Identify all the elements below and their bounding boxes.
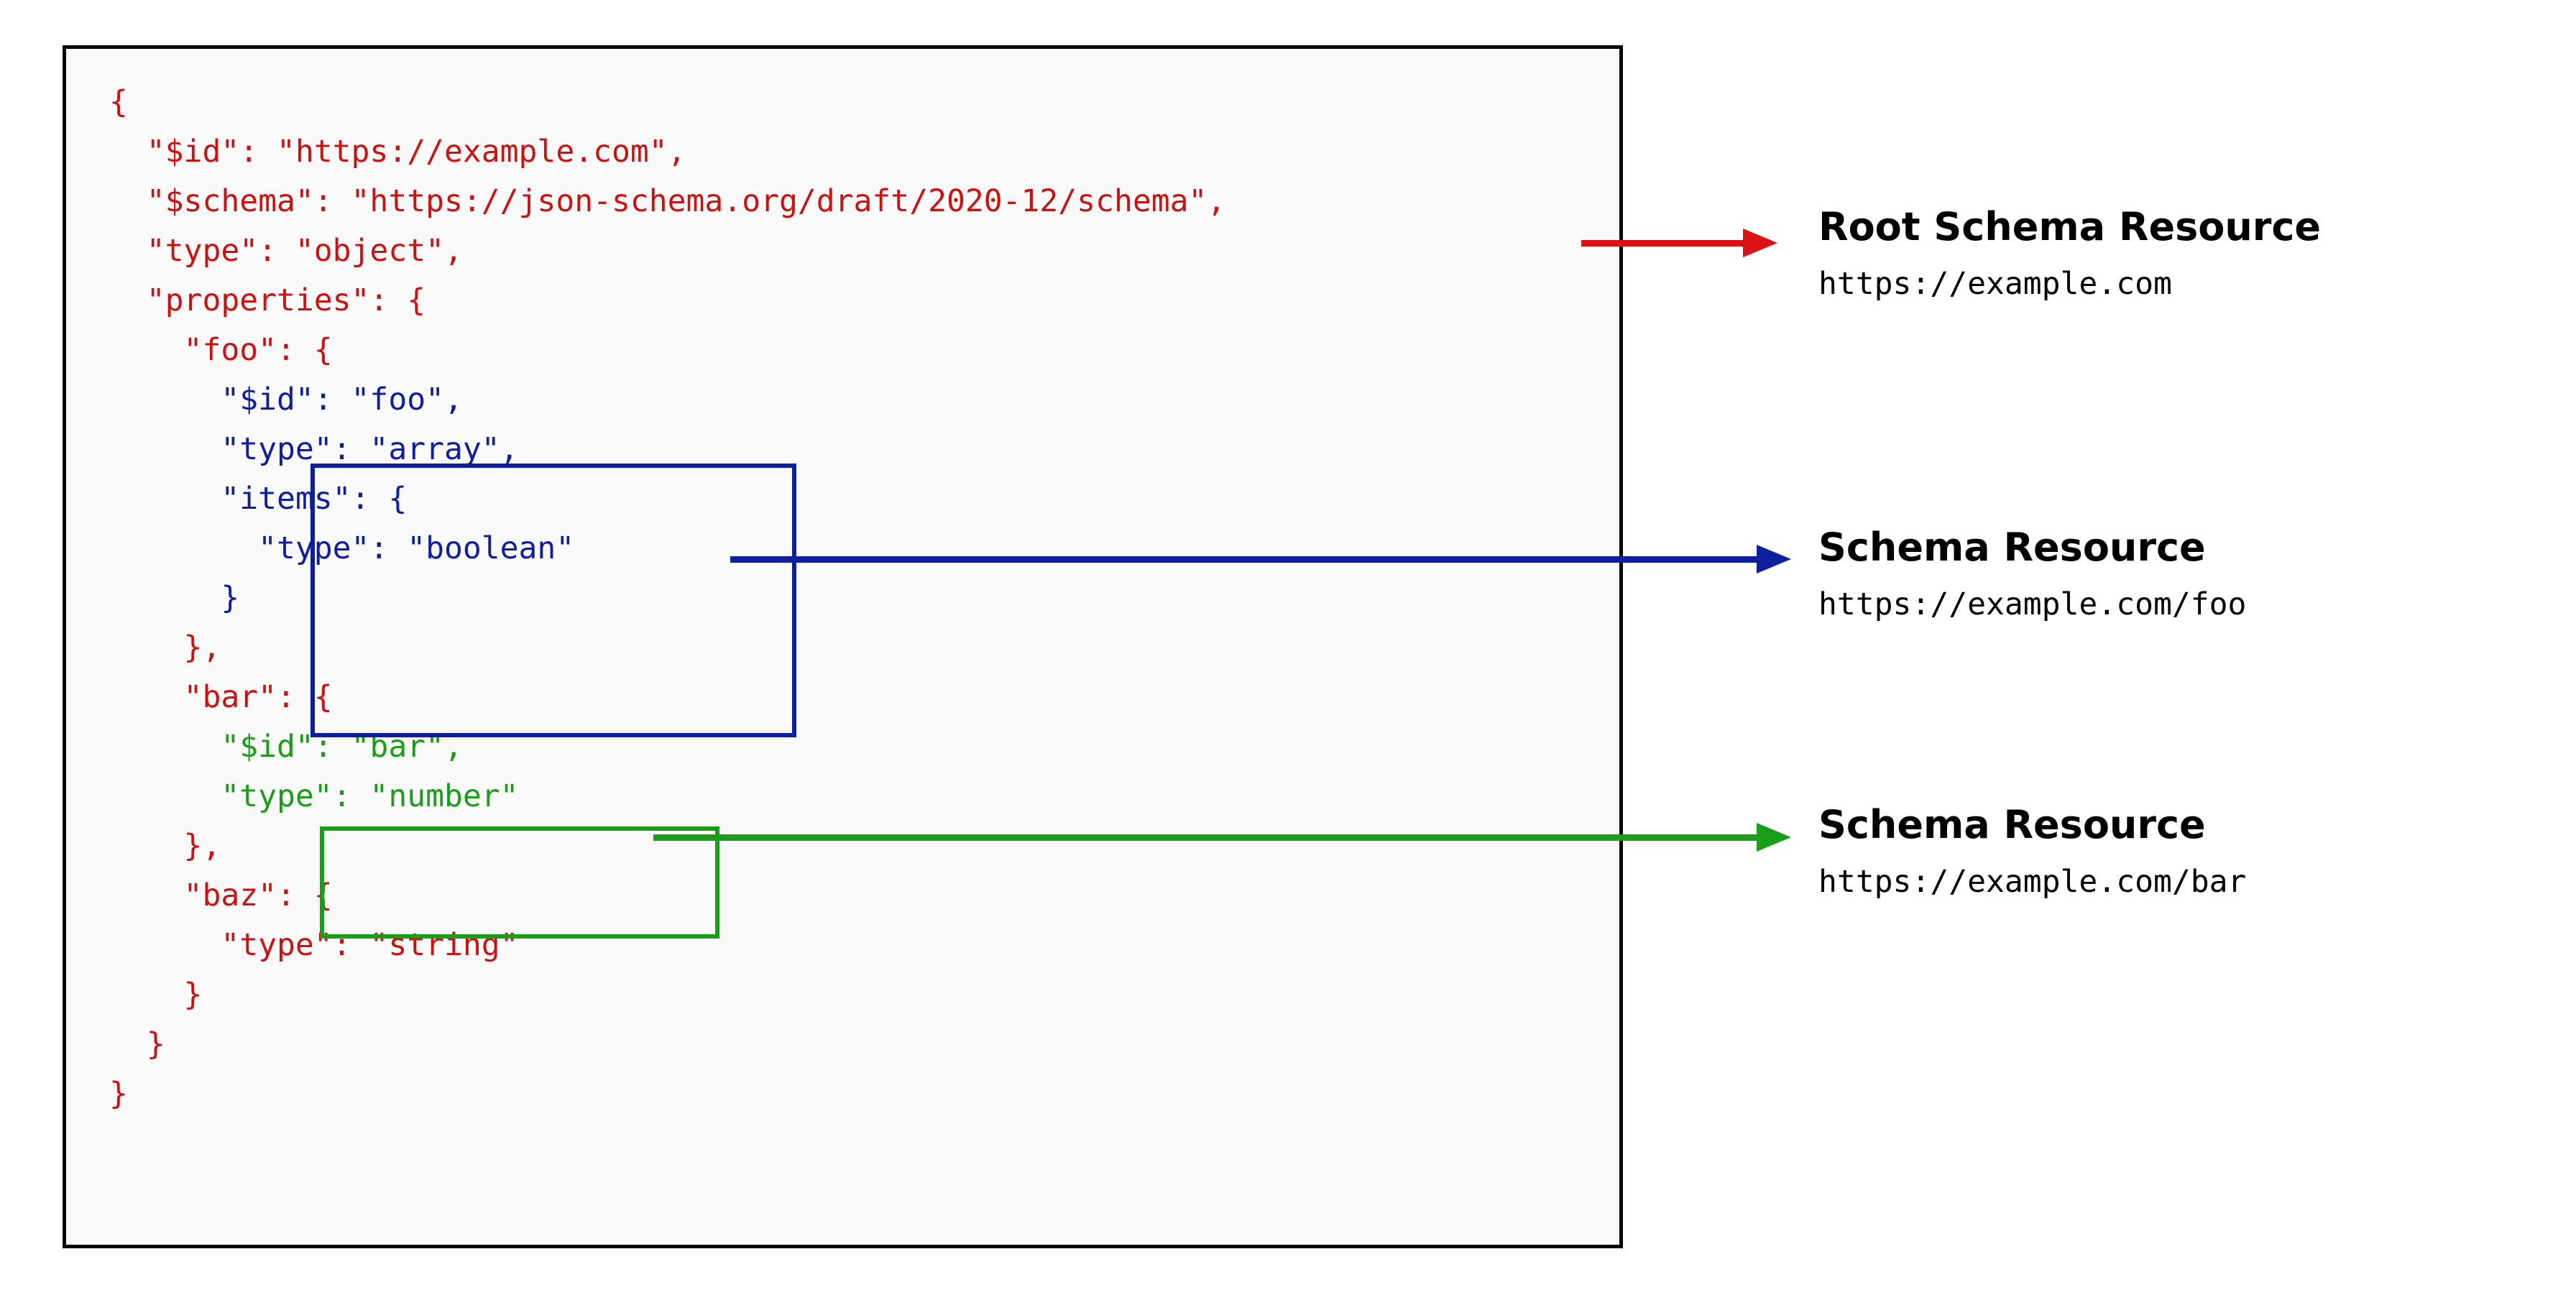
code-line: }	[109, 1026, 165, 1062]
annotation-title: Schema Resource	[1818, 525, 2206, 570]
annotation-uri: https://example.com/bar	[1818, 863, 2247, 900]
annotation-title: Schema Resource	[1818, 802, 2206, 847]
code-line: "type": "string"	[109, 927, 519, 963]
code-line: "properties": {	[109, 282, 426, 318]
annotation-uri: https://example.com/foo	[1818, 586, 2247, 622]
arrow-head	[1757, 823, 1791, 852]
code-line: },	[109, 630, 221, 665]
annotation-bar-schema-resource: Schema Resource https://example.com/bar	[1818, 802, 2247, 900]
code-line: }	[109, 580, 240, 616]
arrow-head	[1757, 545, 1791, 573]
code-line: "$id": "https://example.com",	[109, 134, 686, 170]
code-line: "type": "number"	[109, 778, 519, 814]
code-line: }	[109, 977, 203, 1013]
code-line: "type": "object",	[109, 233, 463, 269]
code-line: "$schema": "https://json-schema.org/draf…	[109, 183, 1226, 219]
code-line: "type": "boolean"	[109, 530, 575, 566]
arrow-shaft	[1581, 240, 1743, 246]
code-line: "$id": "bar",	[109, 729, 463, 765]
arrow-shaft	[730, 556, 1757, 563]
code-line: "foo": {	[109, 332, 333, 368]
code-line: },	[109, 828, 221, 864]
annotation-foo-schema-resource: Schema Resource https://example.com/foo	[1818, 527, 2246, 621]
arrow-shaft	[653, 834, 1757, 841]
code-line: "items": {	[109, 481, 408, 517]
json-code-block: { "$id": "https://example.com", "$schema…	[109, 78, 1225, 1119]
code-line: "bar": {	[109, 679, 333, 715]
code-line: "type": "array",	[109, 431, 519, 467]
code-line: }	[109, 1076, 128, 1112]
arrow-head	[1743, 229, 1777, 257]
annotation-uri: https://example.com	[1818, 265, 2172, 302]
code-line: {	[109, 84, 128, 120]
code-line: "$id": "foo",	[109, 382, 463, 418]
json-code-panel: { "$id": "https://example.com", "$schema…	[63, 45, 1623, 1248]
annotation-title: Root Schema Resource	[1818, 204, 2322, 249]
code-line: "baz": {	[109, 877, 333, 913]
annotation-root-schema-resource: Root Schema Resource https://example.com	[1818, 204, 2322, 302]
